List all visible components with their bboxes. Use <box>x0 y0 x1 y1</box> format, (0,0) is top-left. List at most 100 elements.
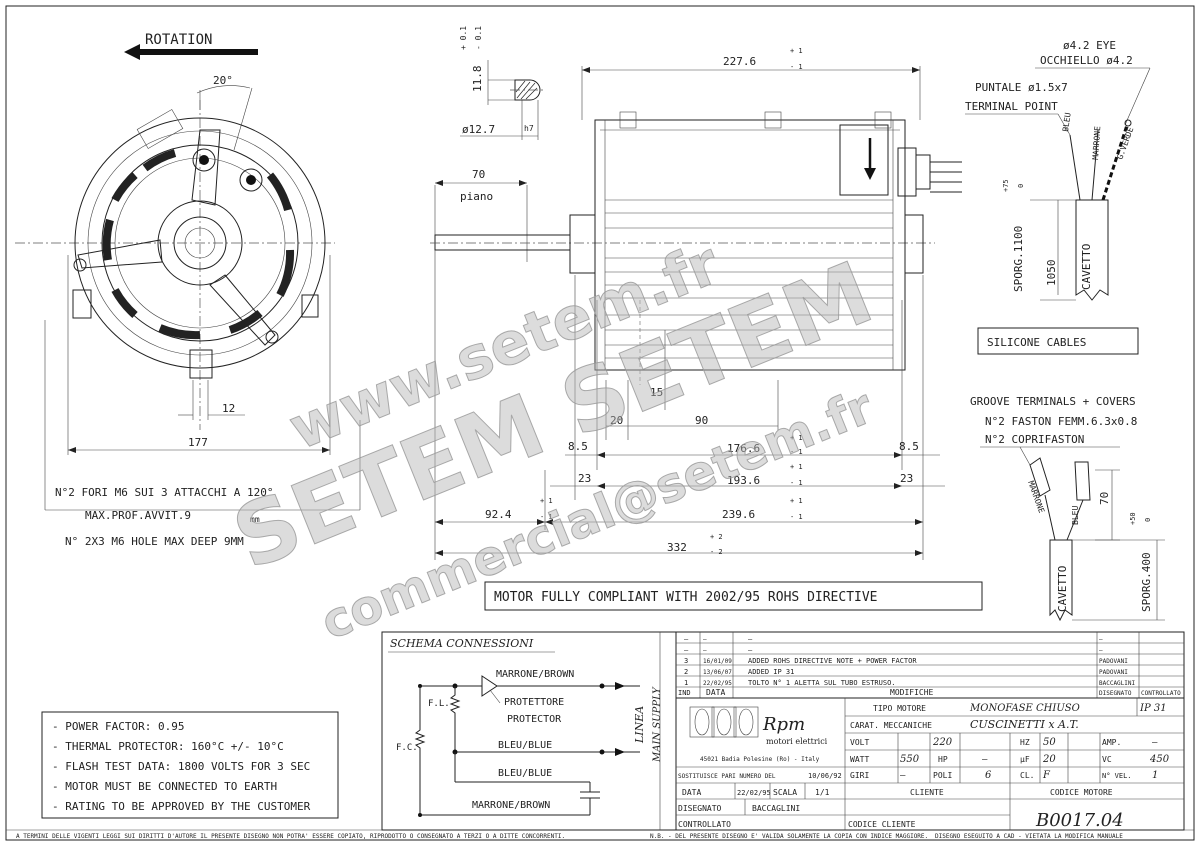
dim-slot: 12 <box>222 402 235 415</box>
svg-text:AMP.: AMP. <box>1102 738 1121 747</box>
rev-desc: ADDED ROHS DIRECTIVE NOTE + POWER FACTOR <box>748 657 917 665</box>
terminal-line-2: N°2 FASTON FEMM.6.3x0.8 <box>985 415 1137 428</box>
rev-desc: – <box>748 646 753 654</box>
shaft-tol-plus: + 0.1 <box>459 26 468 50</box>
front-view: 20° <box>15 74 361 548</box>
rohs-note: MOTOR FULLY COMPLIANT WITH 2002/95 ROHS … <box>494 590 878 605</box>
silicone-cables-box <box>977 327 1139 355</box>
dim-92: 92.4 <box>485 508 512 521</box>
rev-ind: 3 <box>684 657 688 665</box>
vc-value: 450 <box>1149 754 1170 765</box>
svg-text:WATT: WATT <box>850 755 869 764</box>
rotation-indicator: ROTATION <box>124 32 258 60</box>
svg-text:+50: +50 <box>1129 512 1137 525</box>
svg-text:+ 1: + 1 <box>790 463 803 471</box>
svg-text:CLIENTE: CLIENTE <box>910 788 944 797</box>
svg-text:- 1: - 1 <box>790 448 803 456</box>
silicone-cables-label: SILICONE CABLES <box>987 336 1086 349</box>
rev-date: 16/01/09 <box>703 658 732 665</box>
rev-header-ind: IND <box>678 689 691 697</box>
dim-90: 90 <box>695 414 708 427</box>
poli-value: 6 <box>985 770 992 781</box>
side-view: 227.6 + 1 - 1 70 piano <box>430 47 962 560</box>
svg-text:DATA: DATA <box>682 788 701 797</box>
scale-value: 1/1 <box>815 788 830 797</box>
rev-desc: ADDED IP 31 <box>748 668 794 676</box>
wire-bleu: BLEU <box>1061 112 1073 133</box>
dim-239: 239.6 <box>722 508 755 521</box>
cl-value: F <box>1042 770 1051 781</box>
terminal-dim: 70 <box>1098 492 1111 505</box>
svg-text:- 1: - 1 <box>790 479 803 487</box>
mount-note-unit: mm <box>250 515 260 524</box>
rotation-angle: 20° <box>213 74 233 87</box>
logo-text: Rpm <box>762 714 805 735</box>
hp-value: – <box>982 755 988 765</box>
dim-193: 193.6 <box>727 474 760 487</box>
rev-by: PADOVANI <box>1099 658 1128 665</box>
cable-length: 1050 <box>1045 260 1058 287</box>
svg-text:GIRI: GIRI <box>850 771 869 780</box>
dim-176: 176.6 <box>727 442 760 455</box>
tip-label-en: TERMINAL POINT <box>965 100 1058 113</box>
flat-label: piano <box>460 190 493 203</box>
svg-text:N° VEL.: N° VEL. <box>1102 772 1132 780</box>
rev-header-data: DATA <box>706 688 725 697</box>
svg-text:POLI: POLI <box>933 771 952 780</box>
rev-header-ctrl: CONTROLLATO <box>1141 690 1181 697</box>
svg-text:0: 0 <box>1144 518 1152 522</box>
rev-desc: – <box>748 635 753 643</box>
svg-text:CODICE MOTORE: CODICE MOTORE <box>1050 788 1113 797</box>
footer-cad: DISEGNO ESEGUITO A CAD - VIETATA LA MODI… <box>935 833 1123 840</box>
dim-8-5-left: 8.5 <box>568 440 588 453</box>
company-address: 45021 Badia Polesine (Ro) - Italy <box>700 756 820 763</box>
terminal-wire-marrone: MARRONE <box>1026 480 1046 515</box>
rev-by: PADOVANI <box>1099 669 1128 676</box>
cable-detail: ø4.2 EYE OCCHIELLO ø4.2 PUNTALE ø1.5x7 T… <box>965 39 1151 355</box>
terminal-sporg: SPORG.400 <box>1140 552 1153 612</box>
shaft-height: 11.8 <box>471 66 484 93</box>
terminal-detail: GROOVE TERMINALS + COVERS N°2 FASTON FEM… <box>970 395 1165 622</box>
rev-ind: 2 <box>684 668 688 676</box>
schema-fl: F.L. <box>428 699 450 709</box>
svg-text:CARAT. MECCANICHE: CARAT. MECCANICHE <box>850 721 932 730</box>
watermark: www.setem.fr SETEM SETEM commercial@sete… <box>220 228 886 651</box>
svg-text:HP: HP <box>938 755 948 764</box>
schema-marrone-top: MARRONE/BROWN <box>496 669 574 680</box>
dim-top: 227.6 <box>723 55 756 68</box>
shaft-detail: + 0.1 - 0.1 11.8 ø12.7 h7 <box>459 26 545 140</box>
dim-8-5-right: 8.5 <box>899 440 919 453</box>
schema-bleu-1: BLEU/BLUE <box>498 740 552 751</box>
rev-by: BACCAGLINI <box>1099 680 1136 687</box>
terminal-wire-bleu: BLEU <box>1071 506 1080 525</box>
footer-note: N.B. - DEL PRESENTE DISEGNO E' VALIDA SO… <box>650 833 928 840</box>
svg-text:CODICE CLIENTE: CODICE CLIENTE <box>848 820 916 829</box>
shaft-fit: h7 <box>524 124 534 133</box>
rev-header-dis: DISEGNATO <box>1099 690 1132 697</box>
drawn-by: BACCAGLINI <box>752 804 800 813</box>
schema-linea: LINEA <box>633 706 646 744</box>
connection-schema: SCHEMA CONNESSIONI MARRONE/BROWN PROTETT… <box>381 631 677 831</box>
motor-type: MONOFASE CHIUSO <box>969 703 1080 714</box>
drawing-date: 22/02/95 <box>737 789 771 797</box>
dim-flat: 70 <box>472 168 485 181</box>
schema-title: SCHEMA CONNESSIONI <box>390 637 534 650</box>
dim-23-left: 23 <box>578 472 591 485</box>
svg-text:- 1: - 1 <box>540 513 553 521</box>
svg-text:CONTROLLATO: CONTROLLATO <box>678 820 731 829</box>
svg-text:DISEGNATO: DISEGNATO <box>678 804 722 813</box>
footer-copyright: A TERMINI DELLE VIGENTI LEGGI SUI DIRITT… <box>16 833 565 840</box>
svg-text:- 2: - 2 <box>710 548 723 556</box>
spec-3: - FLASH TEST DATA: 1800 VOLTS FOR 3 SEC <box>52 760 310 773</box>
eye-label-it: OCCHIELLO ø4.2 <box>1040 54 1133 67</box>
svg-text:+75: +75 <box>1002 179 1010 192</box>
svg-text:+ 1: + 1 <box>790 434 803 442</box>
svg-text:+ 1: + 1 <box>790 47 803 55</box>
spec-2: - THERMAL PROTECTOR: 160°C +/- 10°C <box>52 740 284 753</box>
rev-date: – <box>703 636 707 643</box>
cable-sporg: SPORG.1100 <box>1012 226 1025 292</box>
watt-value: 550 <box>900 754 920 765</box>
